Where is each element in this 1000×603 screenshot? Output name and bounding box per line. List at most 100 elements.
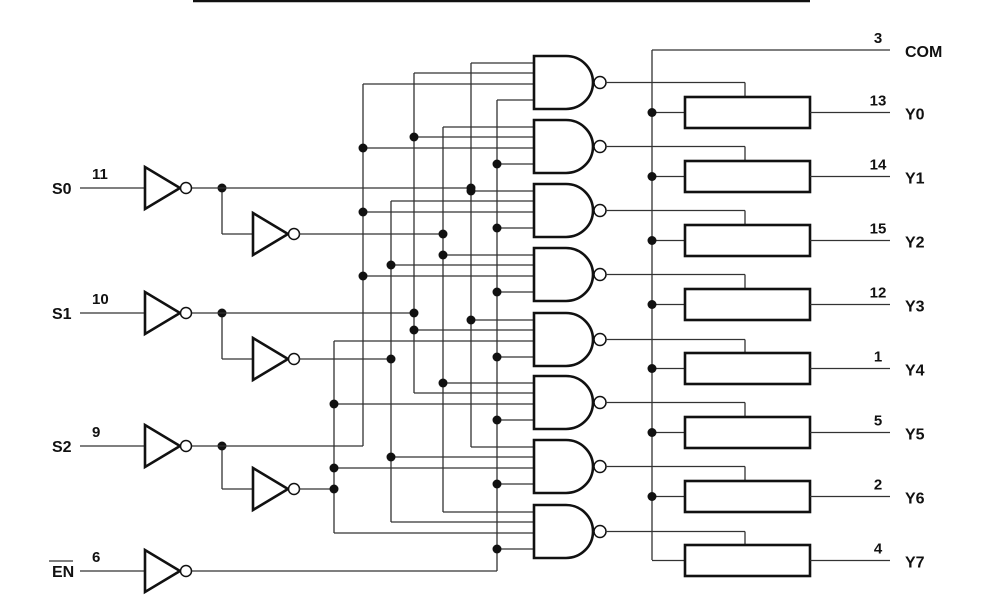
buffer-inverter [251,210,301,258]
junction-dot [329,399,339,409]
inversion-bubble-icon [179,306,193,320]
inversion-bubble-icon [287,352,301,366]
output-driver-y7 [683,543,812,578]
nand-gate [532,118,607,175]
output-driver-y3 [683,287,812,322]
pin-number: 1 [874,349,882,366]
output-label-y7: Y7 [905,555,925,572]
output-label-y3: Y3 [905,299,925,316]
output-driver-y1 [683,159,812,194]
inverter-triangle [143,422,183,470]
junction-dot [409,308,419,318]
nand-gate [532,503,607,560]
junction-dot [492,287,502,297]
output-label-y2: Y2 [905,235,925,252]
inversion-bubble-icon [179,564,193,578]
nand-gate [532,182,607,239]
output-label-y1: Y1 [905,171,925,188]
junction-dot [647,428,657,437]
junction-dot [358,207,368,217]
pin-number: 9 [92,424,100,441]
junction-dot [492,159,502,169]
input-inverter [143,289,193,337]
inversion-bubble-icon [179,181,193,195]
inverter-triangle [143,164,183,212]
junction-dot [492,415,502,425]
inversion-bubble-icon [593,524,607,539]
junction-dot [329,463,339,473]
junction-dot [647,300,657,309]
output-label-y6: Y6 [905,491,925,508]
inversion-bubble-icon [593,203,607,218]
junction-dot [647,172,657,181]
inverter-triangle [251,210,291,258]
output-label-y5: Y5 [905,427,925,444]
inverter-triangle [251,335,291,383]
pin-number: 12 [870,285,887,302]
input-label-s1: S1 [52,306,72,323]
junction-dot [386,260,396,270]
nand-gate-body [532,118,595,175]
junction-dot [358,143,368,153]
junction-dot [438,250,448,260]
junction-dot [492,544,502,554]
nand-gate [532,311,607,368]
output-driver-y2 [683,223,812,258]
nand-gate-body [532,311,595,368]
inversion-bubble-icon [179,439,193,453]
buffer-inverter [251,465,301,513]
junction-dot [438,378,448,388]
pin-number: 14 [870,157,887,174]
com-label: COM [905,44,942,61]
junction-dot [409,132,419,142]
input-label-s2: S2 [52,439,72,456]
junction-dot [492,352,502,362]
input-inverter [143,422,193,470]
input-inverter [143,164,193,212]
nand-gate-body [532,438,595,495]
nand-gate-body [532,246,595,303]
input-label-s0: S0 [52,181,72,198]
junction-dot [466,315,476,325]
pin-number: 10 [92,291,109,308]
junction-dot [647,364,657,373]
junction-dot [358,271,368,281]
input-label-en: EN [52,564,74,581]
junction-dot [647,236,657,245]
pin-number: 13 [870,93,887,110]
nand-gate-body [532,374,595,431]
pin-number: 6 [92,549,100,566]
output-driver-y0 [683,95,812,130]
pin-number: 11 [92,166,108,183]
input-inverter [143,547,193,595]
pin-number: 2 [874,477,882,494]
nand-gate-body [532,182,595,239]
inversion-bubble-icon [287,227,301,241]
output-driver-y4 [683,351,812,386]
junction-dot [466,183,476,193]
output-label-y0: Y0 [905,107,925,124]
junction-dot [647,108,657,117]
inversion-bubble-icon [287,482,301,496]
inversion-bubble-icon [593,459,607,474]
nand-gate [532,54,607,111]
nand-gate [532,438,607,495]
inverter-triangle [143,289,183,337]
junction-dot [438,229,448,239]
nand-gate [532,246,607,303]
output-label-y4: Y4 [905,363,925,380]
pin-number: 15 [870,221,887,238]
junction-dot [647,492,657,501]
junction-dot [386,452,396,462]
inversion-bubble-icon [593,332,607,347]
pin-number: 5 [874,413,882,430]
junction-dot [329,484,339,494]
inverter-triangle [251,465,291,513]
inversion-bubble-icon [593,139,607,154]
inversion-bubble-icon [593,267,607,282]
nand-gate-body [532,503,595,560]
junction-dot [386,354,396,364]
pin-number: 4 [874,541,883,558]
output-driver-y6 [683,479,812,514]
